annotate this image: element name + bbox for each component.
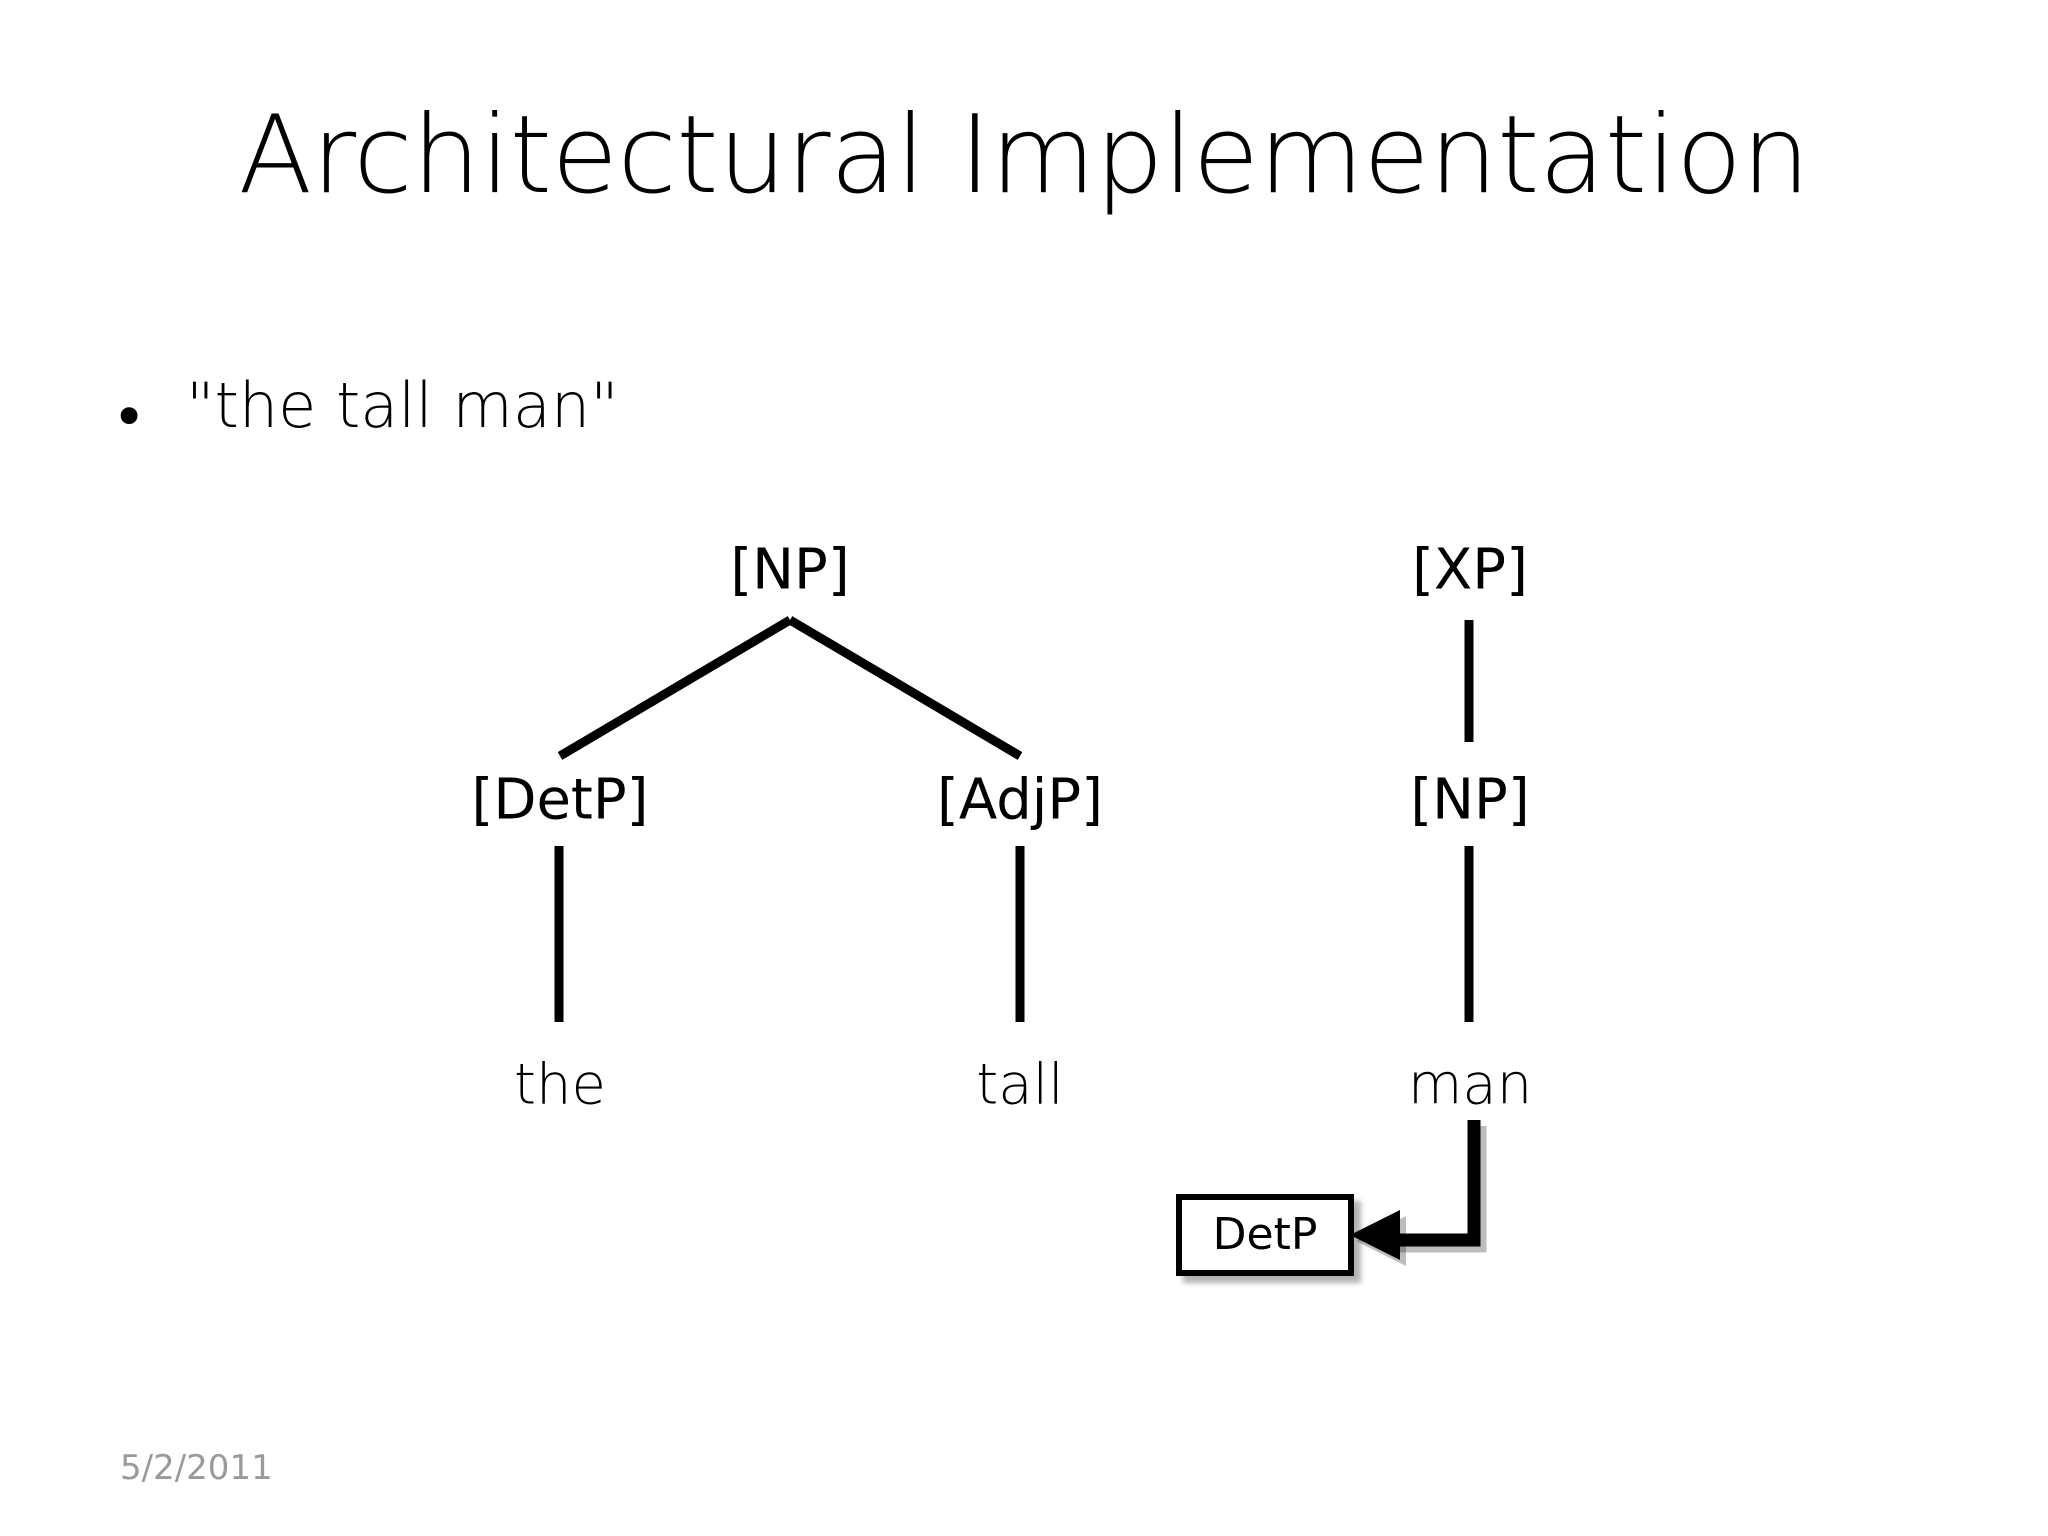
tree-node-adjp: [AdjP] — [937, 767, 1103, 833]
tree-node-np-child: [NP] — [1410, 767, 1530, 833]
tree-node-np-root: [NP] — [730, 537, 850, 603]
branch-np-to-adjp — [787, 616, 1023, 760]
detp-callout-box: DetP — [1176, 1194, 1354, 1276]
detp-callout-label: DetP — [1212, 1209, 1318, 1260]
footer-date: 5/2/2011 — [120, 1448, 273, 1488]
tree-node-detp: [DetP] — [471, 767, 649, 833]
arrowhead-icon — [1350, 1210, 1400, 1260]
branch-np-to-detp — [557, 616, 793, 760]
tree-node-xp-root: [XP] — [1412, 537, 1528, 603]
bullet-list-item: • "the tall man" — [112, 369, 619, 451]
arrow-man-to-detp — [1350, 1120, 1487, 1266]
bullet-point-icon: • — [112, 383, 147, 451]
tree-terminal-man: man — [1407, 1052, 1533, 1118]
tree-terminal-tall: tall — [976, 1052, 1064, 1118]
bullet-item-label: "the tall man" — [186, 369, 619, 442]
page-title: Architectural Implementation — [238, 93, 1810, 218]
tree-terminal-the: the — [514, 1052, 606, 1118]
